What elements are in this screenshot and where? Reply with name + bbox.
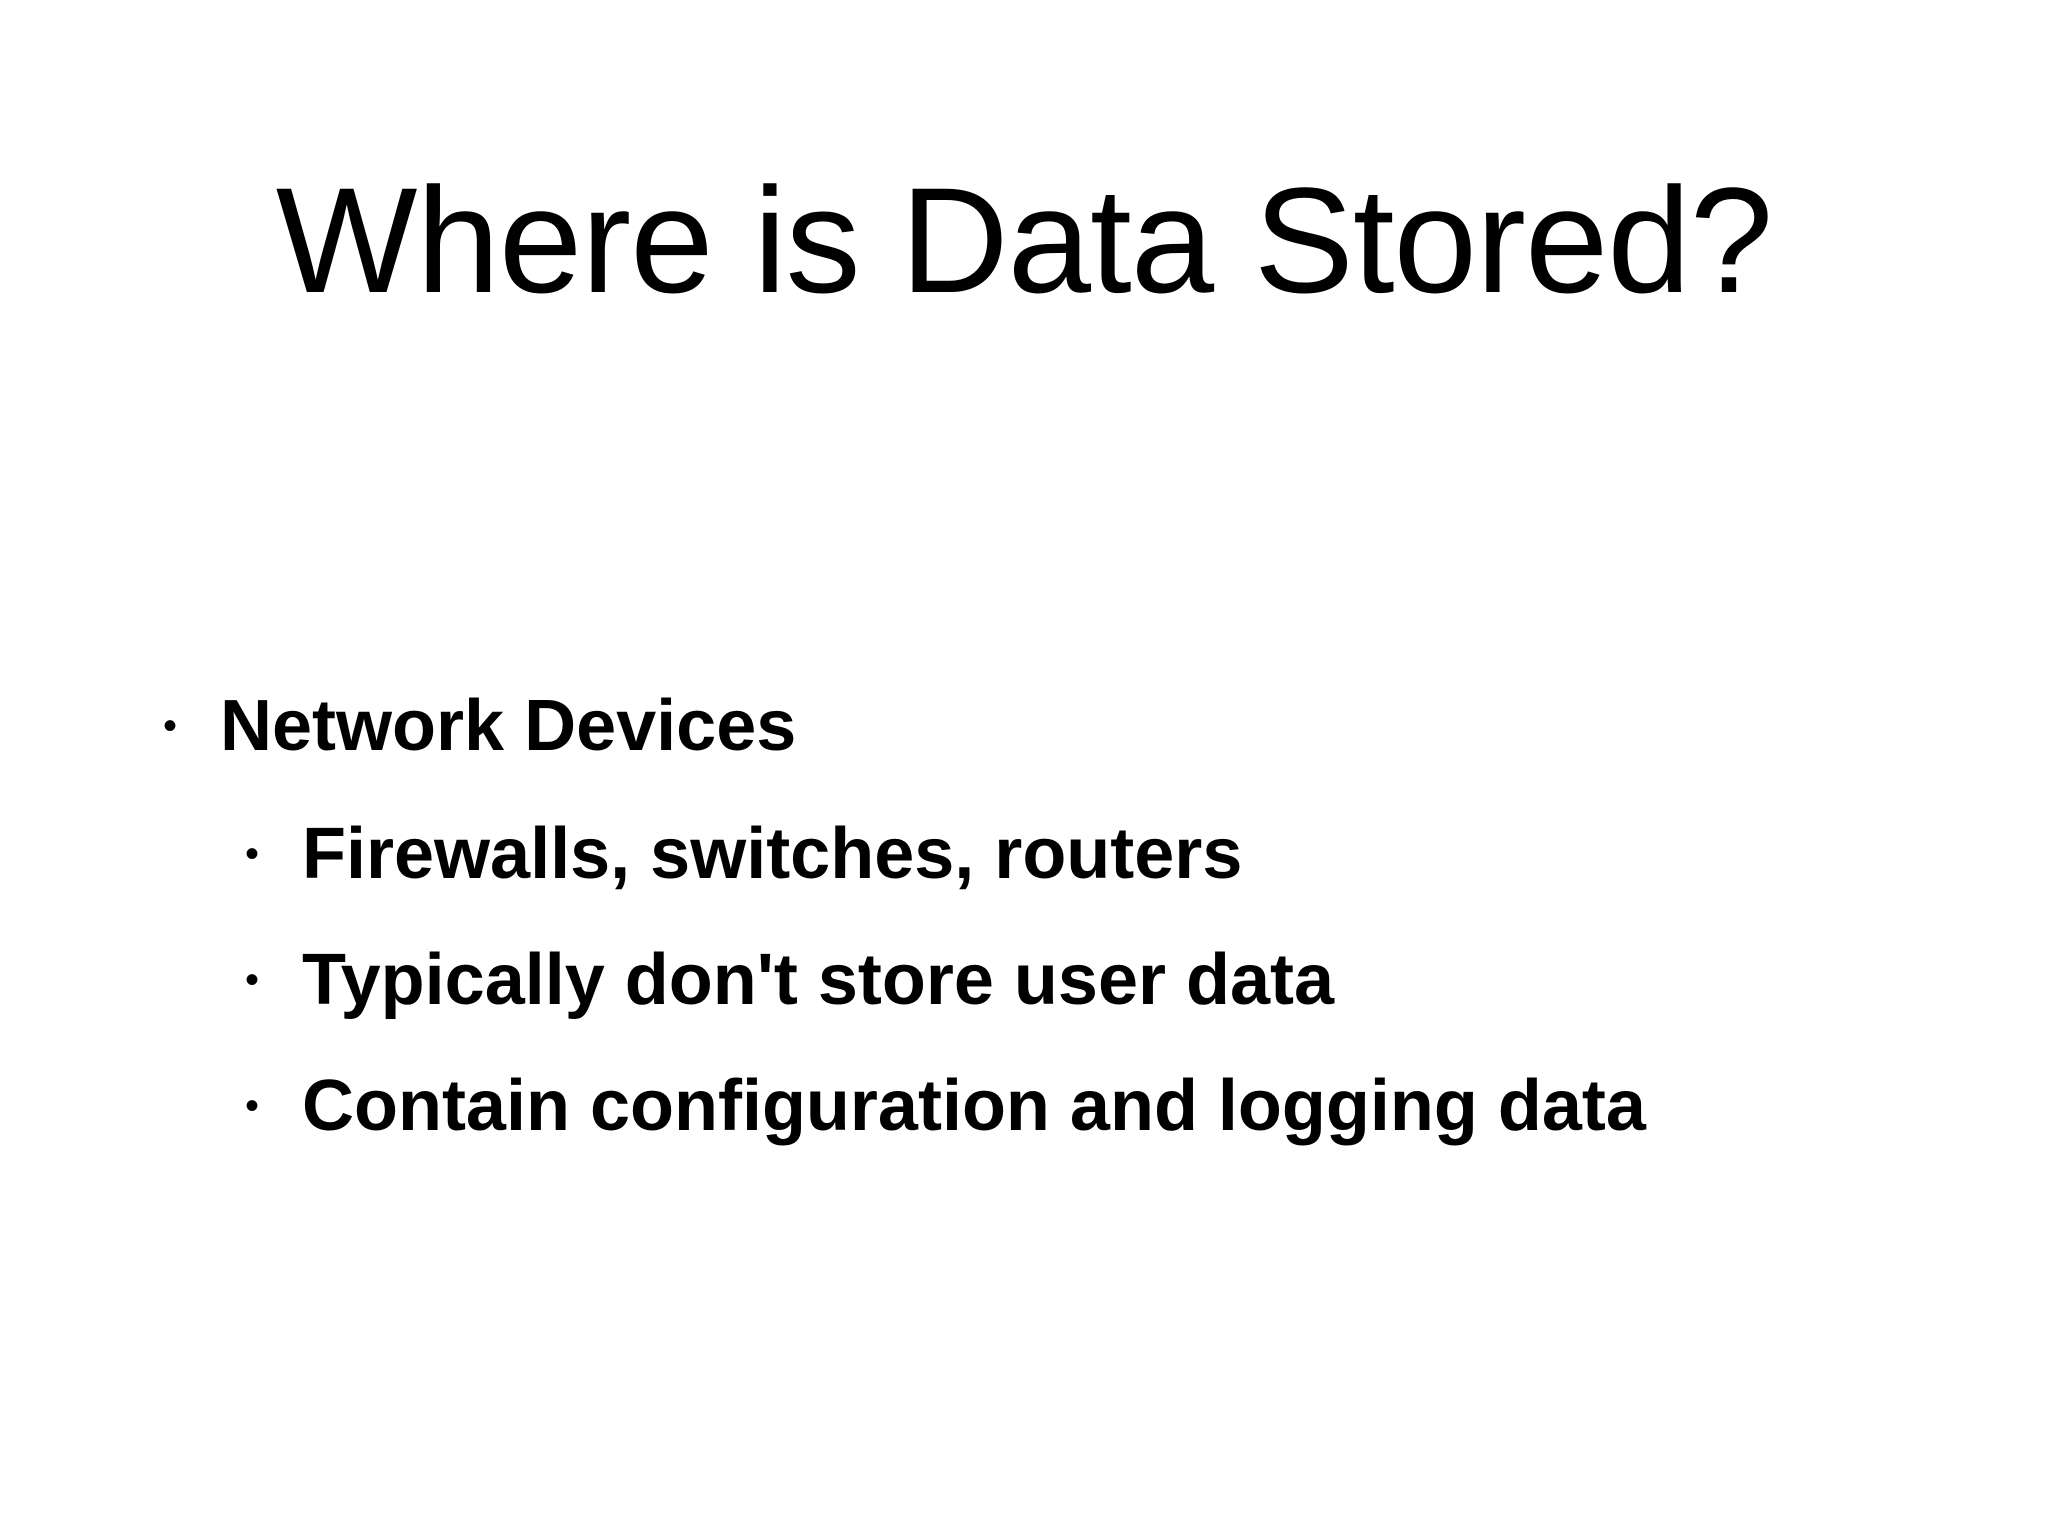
slide-title: Where is Data Stored? <box>275 156 1773 324</box>
bullet-dot-icon: • <box>162 704 177 748</box>
sub-bullet-item-config-logging: • Contain configuration and logging data <box>232 1056 1732 1156</box>
bullet-text: Contain configuration and logging data <box>302 1066 1646 1146</box>
bullet-text: Firewalls, switches, routers <box>302 814 1243 894</box>
bullet-dot-icon: • <box>244 958 259 1002</box>
bullet-dot-icon: • <box>244 1084 259 1128</box>
bullet-text: Typically don't store user data <box>302 940 1335 1020</box>
bullet-dot-icon: • <box>244 832 259 876</box>
sub-bullet-item-user-data: • Typically don't store user data <box>232 930 1432 1030</box>
sub-bullet-item-firewalls: • Firewalls, switches, routers <box>232 804 1332 904</box>
bullet-text: Network Devices <box>220 686 797 766</box>
bullet-item-network-devices: • Network Devices <box>150 676 1050 776</box>
